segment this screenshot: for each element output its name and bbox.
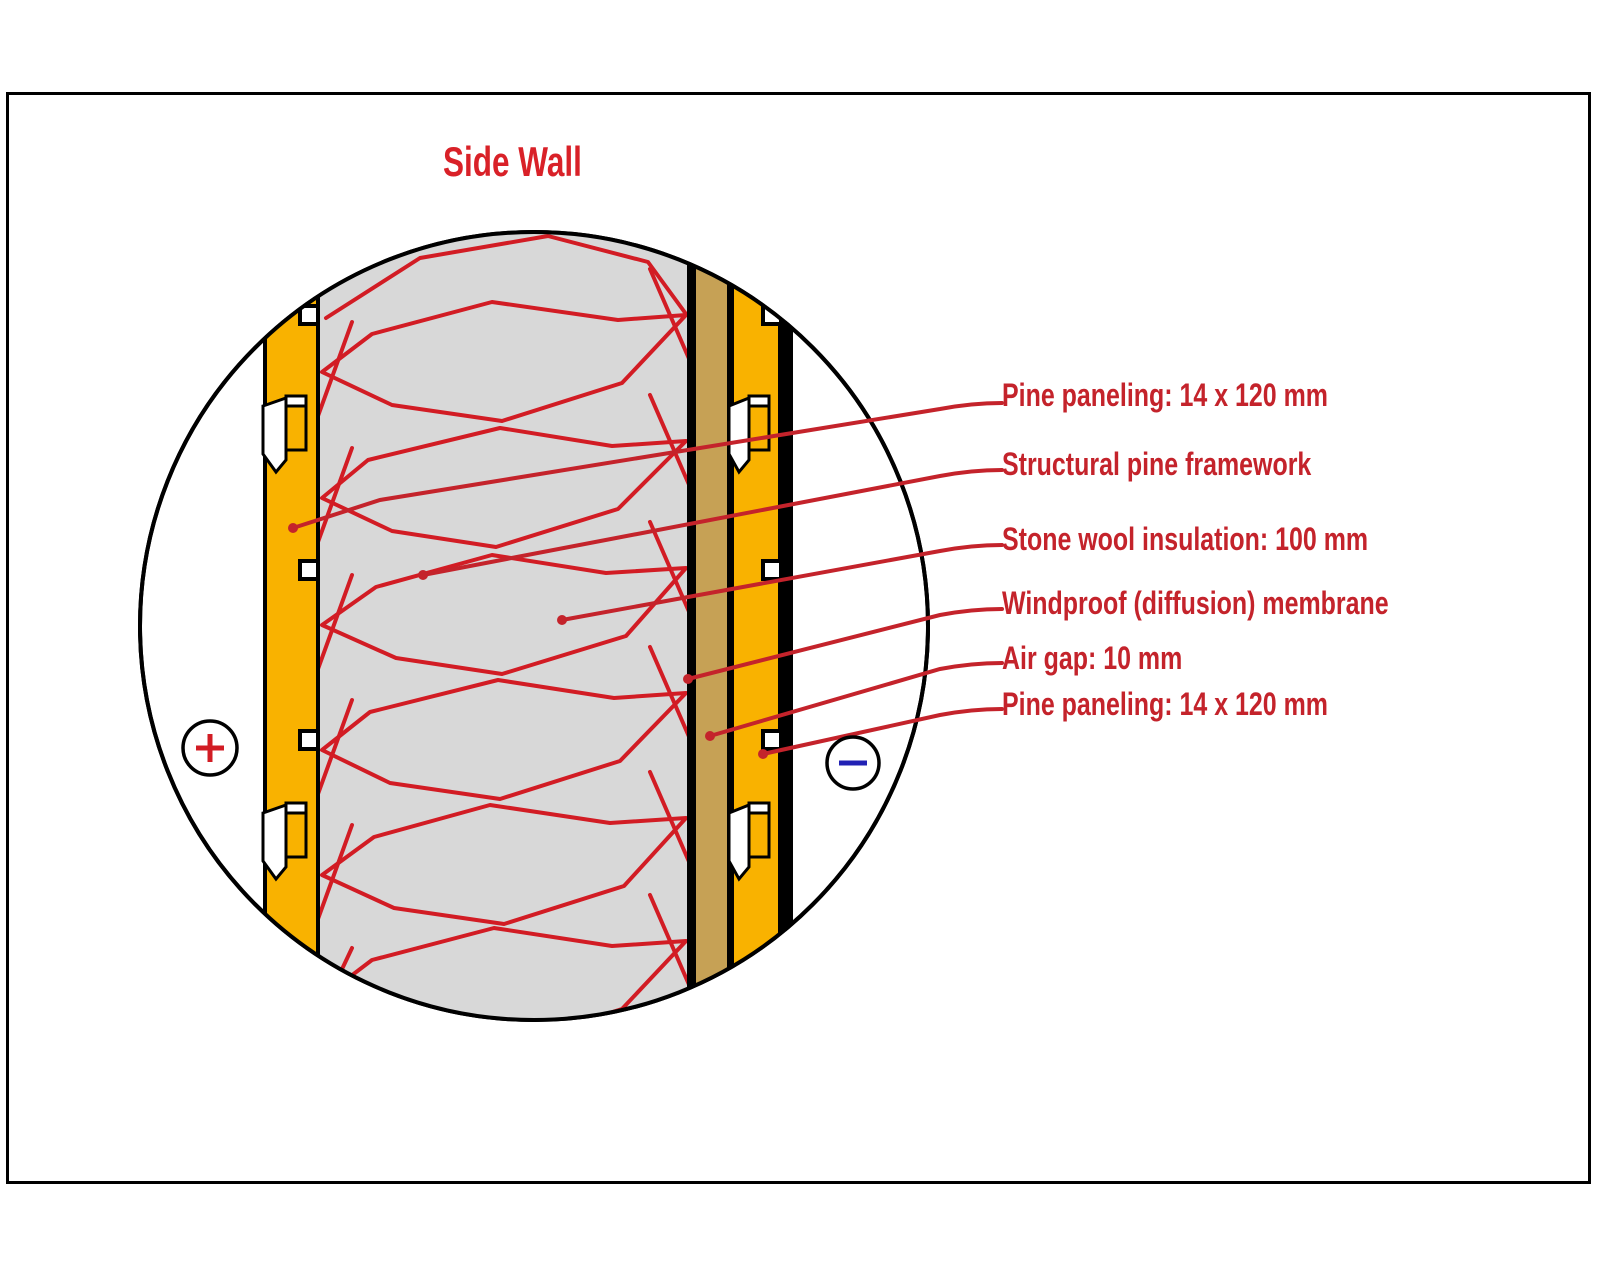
interior-pine-paneling-layer xyxy=(261,232,320,1020)
leader-line xyxy=(291,401,1004,530)
groove-notch xyxy=(761,729,783,751)
leader-lines xyxy=(288,401,1004,759)
label-stone-wool-insulation: Stone wool insulation: 100 mm xyxy=(1002,521,1369,557)
leader-endpoints xyxy=(288,523,768,759)
label-windproof-membrane: Windproof (diffusion) membrane xyxy=(1002,585,1389,621)
outer-face-line xyxy=(780,232,793,1020)
wall-layers xyxy=(261,232,793,1020)
exterior-pine-paneling-layer xyxy=(727,232,783,1020)
board-joint xyxy=(261,801,308,882)
board-joint xyxy=(261,394,308,475)
label-structural-pine-framework: Structural pine framework xyxy=(1002,446,1312,482)
groove-notch xyxy=(298,729,320,751)
minus-marker xyxy=(825,735,881,791)
page-border-frame xyxy=(6,92,1591,1184)
board-joint xyxy=(727,801,771,882)
detail-circle-outline xyxy=(138,230,930,1022)
groove-notch xyxy=(298,304,320,326)
label-air-gap: Air gap: 10 mm xyxy=(1002,640,1183,676)
leader-line xyxy=(708,661,1004,738)
plus-marker xyxy=(181,719,239,777)
label-pine-paneling-interior: Pine paneling: 14 x 120 mm xyxy=(1002,377,1328,413)
stone-wool-insulation-layer xyxy=(318,232,688,1020)
groove-notch xyxy=(761,559,783,581)
leader-line xyxy=(421,468,1004,577)
plus-icon xyxy=(196,734,224,762)
leader-line xyxy=(686,607,1004,681)
air-gap-layer xyxy=(696,232,727,1020)
leader-line xyxy=(560,543,1004,622)
leader-line xyxy=(761,707,1004,756)
batten-inner-line xyxy=(727,232,732,1020)
windproof-membrane-layer xyxy=(687,232,696,1020)
page-title: Side Wall xyxy=(443,138,582,185)
groove-notch xyxy=(298,559,320,581)
label-pine-paneling-exterior: Pine paneling: 14 x 120 mm xyxy=(1002,686,1328,722)
